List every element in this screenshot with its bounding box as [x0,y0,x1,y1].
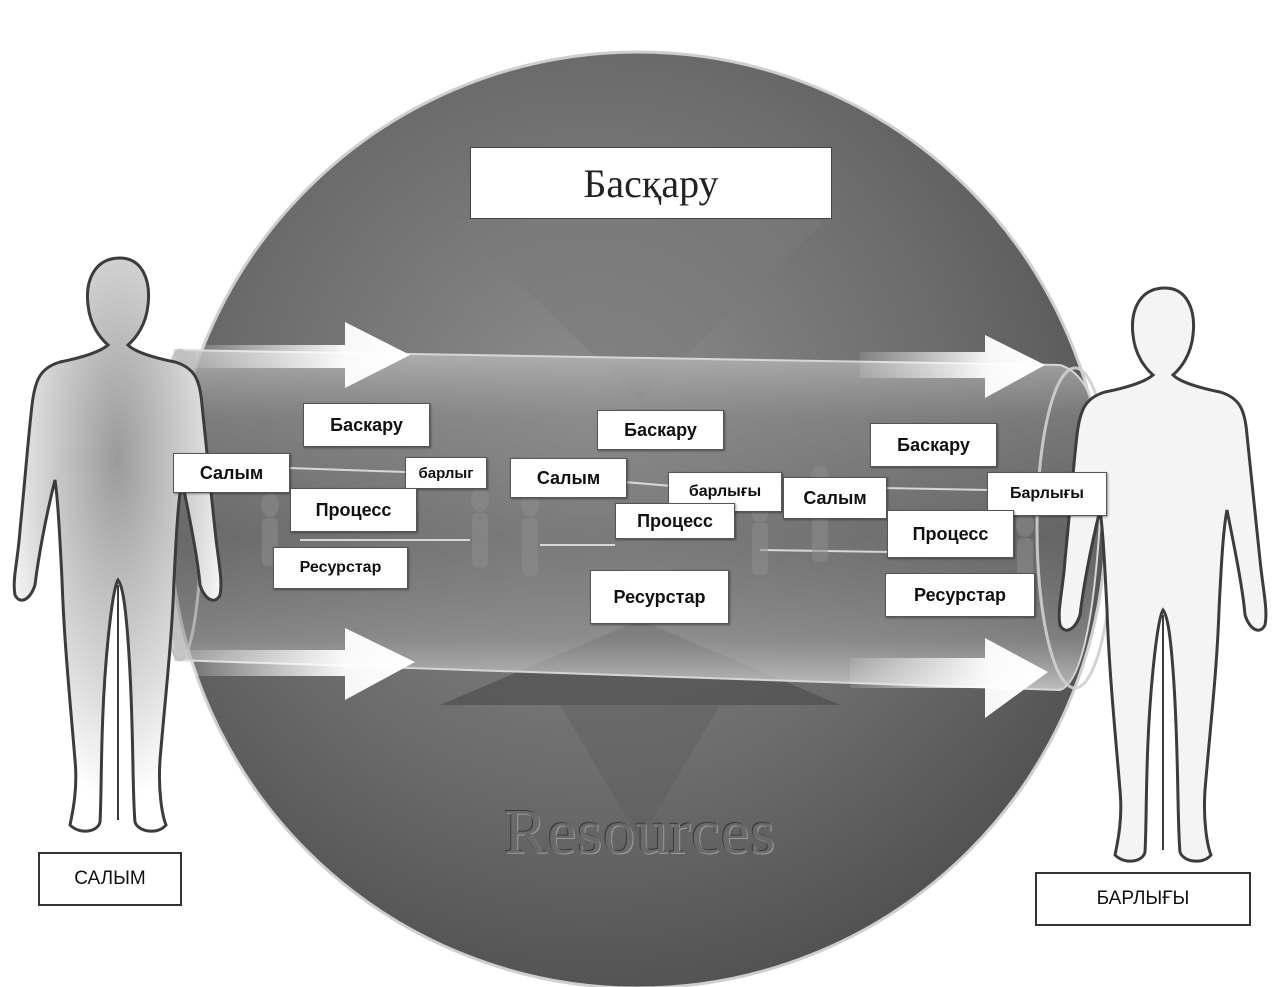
label-control-3: Баскару [870,423,997,467]
right-human-figure [1057,286,1268,863]
label-input-3: Салым [783,477,887,519]
label-input-1: Салым [173,453,290,493]
resources-title: Resources [503,796,777,867]
left-human-figure [12,256,223,833]
right-caption: БАРЛЫҒЫ [1035,872,1251,926]
connector-lines [289,467,991,553]
arrow-top-left [195,322,410,388]
label-resources-2: Ресурстар [590,570,729,624]
arrow-bottom-right [850,638,1048,718]
label-process-1: Процесс [290,488,417,532]
bottom-cone-2 [560,705,720,840]
left-caption: САЛЫМ [38,852,182,906]
arrow-bottom-left [185,628,415,700]
label-resources-3: Ресурстар [885,573,1035,617]
label-resources-1: Ресурстар [273,547,408,589]
control-title: Басқару [470,147,832,219]
label-input-2: Салым [510,458,627,498]
label-process-2: Процесс [615,503,735,539]
label-control-1: Баскару [303,403,430,447]
label-output-1: барлыг [405,457,487,489]
top-cone [455,220,825,400]
label-control-2: Баскару [597,410,724,450]
arrow-top-right [860,335,1045,398]
label-output-3: Барлығы [987,472,1107,516]
label-process-3: Процесс [887,510,1014,558]
